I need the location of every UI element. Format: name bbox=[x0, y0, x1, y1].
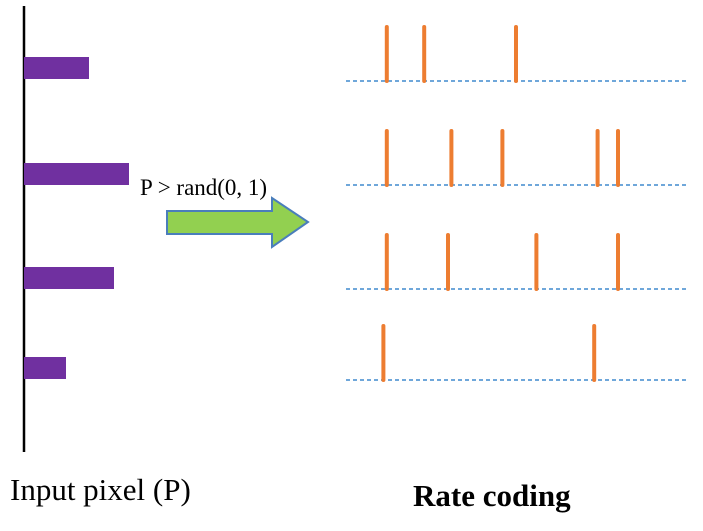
rate-coding-label: Rate coding bbox=[413, 478, 571, 513]
spike-train-1 bbox=[346, 25, 686, 83]
pixel-bar-1 bbox=[24, 57, 89, 79]
pixel-bar-4 bbox=[24, 357, 66, 379]
spike-trains bbox=[346, 25, 686, 382]
encoding-arrow bbox=[166, 196, 310, 249]
input-pixel-label: Input pixel (P) bbox=[10, 472, 191, 507]
pixel-bars bbox=[24, 57, 129, 379]
spike-train-2 bbox=[346, 129, 686, 187]
encoding-rule-label: P > rand(0, 1) bbox=[140, 175, 268, 200]
pixel-bar-2 bbox=[24, 163, 129, 185]
pixel-bar-3 bbox=[24, 267, 114, 289]
spike-train-3 bbox=[346, 233, 686, 291]
spike-train-4 bbox=[346, 324, 686, 382]
